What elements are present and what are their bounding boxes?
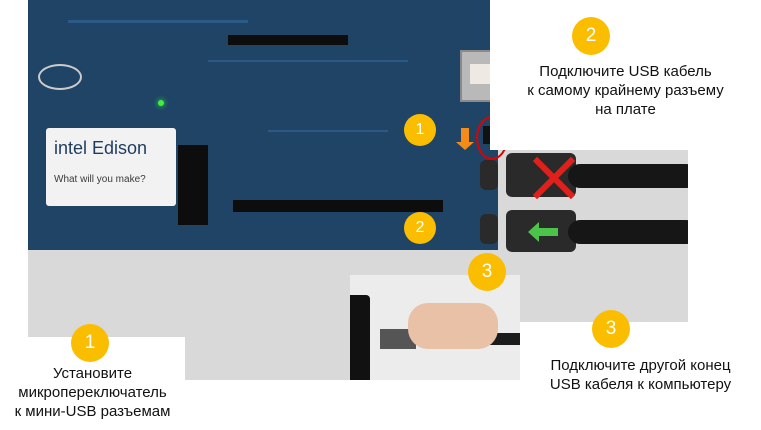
- red-x-mark: [531, 155, 577, 201]
- green-led: [158, 100, 164, 106]
- cable-lower: [568, 220, 688, 244]
- step2-badge-number: 2: [572, 17, 610, 55]
- hand: [408, 303, 498, 349]
- green-left-arrow: [528, 222, 558, 242]
- usb-plug: [380, 329, 416, 349]
- step3-badge-number: 3: [592, 310, 630, 348]
- laptop-side: [350, 295, 370, 380]
- step2-caption: Подключите USB кабель к самому крайнему …: [490, 62, 761, 119]
- caption-line: к самому крайнему разъему: [527, 82, 724, 99]
- micro-usb-port-upper: [480, 160, 498, 190]
- connector: [178, 145, 208, 225]
- board-trace: [68, 20, 248, 23]
- step2-panel: 2 Подключите USB кабель к самому крайнем…: [490, 0, 761, 150]
- step2-badge-photo: 2: [404, 212, 436, 244]
- edison-tagline: What will you make?: [54, 174, 146, 185]
- micro-usb-port-lower: [480, 214, 498, 244]
- orange-down-arrow: [456, 128, 474, 150]
- edison-module: intel Edison What will you make?: [46, 128, 176, 206]
- step1-panel: 1 Установите микропереключатель к мини-U…: [0, 324, 185, 430]
- caption-line: на плате: [595, 101, 656, 118]
- caption-line: Подключите другой конец: [550, 357, 731, 374]
- step3-caption: Подключите другой конец USB кабеля к ком…: [520, 356, 761, 394]
- cable-upper: [568, 164, 688, 188]
- computer-connection-photo: [350, 275, 520, 380]
- header-pins: [233, 200, 443, 212]
- step3-panel: 3 Подключите другой конец USB кабеля к к…: [520, 310, 761, 430]
- caption-line: Установите: [52, 365, 133, 382]
- step1-badge-number: 1: [71, 324, 109, 362]
- board-trace: [208, 60, 408, 62]
- edison-logo: intel Edison: [54, 138, 148, 158]
- step3-badge-photo: 3: [468, 253, 506, 291]
- step1-caption: Установите микропереключатель к мини-USB…: [0, 364, 185, 421]
- caption-line: Подключите USB кабель: [539, 63, 712, 80]
- caption-line: к мини-USB разъемам: [14, 403, 171, 420]
- intel-logo: [38, 64, 82, 90]
- caption-line: USB кабеля к компьютеру: [549, 376, 732, 393]
- step1-badge-photo: 1: [404, 114, 436, 146]
- caption-line: микропереключатель: [18, 384, 167, 401]
- header-pins: [228, 35, 348, 45]
- board-trace: [268, 130, 388, 132]
